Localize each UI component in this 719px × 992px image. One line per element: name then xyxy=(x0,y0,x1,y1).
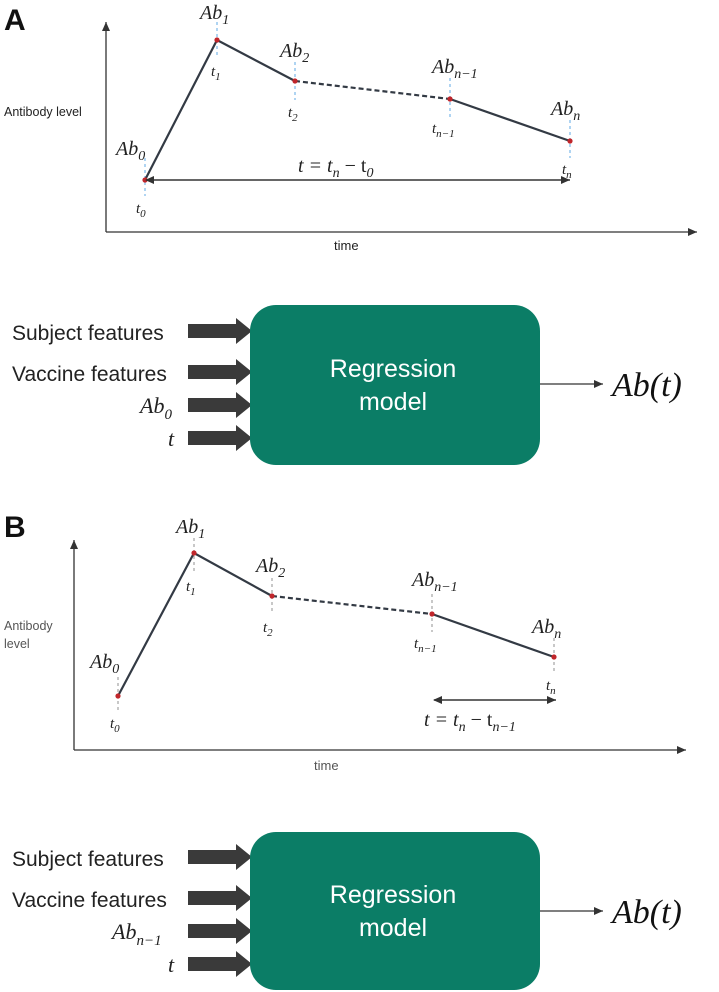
panel-b-t1-label: t1 xyxy=(186,579,196,598)
panel-b-abn-label: Abn xyxy=(530,616,561,642)
panel-b-regression-model-box xyxy=(250,832,540,990)
panel-b-point-1 xyxy=(191,550,197,556)
panel-a-abn1-label: Abn−1 xyxy=(430,56,478,82)
panel-a-inputs: Subject features Vaccine features Ab0 t xyxy=(12,322,175,451)
panel-b-tn1-label: tn−1 xyxy=(414,636,437,655)
panel-b-t0-label: t0 xyxy=(110,716,120,735)
panel-b-arrow-t xyxy=(188,951,252,977)
panel-b-interval-label: t = tn − tn−1 xyxy=(424,709,516,735)
panel-a-label: A xyxy=(4,4,26,37)
panel-b-curve-decay xyxy=(431,612,555,659)
panel-b-arrow-vaccine xyxy=(188,885,252,911)
panel-a-input-subject: Subject features xyxy=(12,322,164,345)
panel-b-point-2 xyxy=(269,593,275,599)
panel-b-y-axis-label-line1: Antibody xyxy=(4,619,53,633)
panel-b-input-t: t xyxy=(168,952,175,977)
panel-b-model-line2: model xyxy=(359,914,427,942)
panel-b-arrow-abn1 xyxy=(188,918,252,944)
panel-b-abn1-label: Abn−1 xyxy=(410,569,458,595)
panel-a-point-3 xyxy=(447,96,453,102)
panel-a-y-axis-label: Antibody level xyxy=(4,105,82,119)
panel-a-tn1-label: tn−1 xyxy=(432,121,455,140)
panel-b-point-0 xyxy=(115,693,121,699)
panel-a-arrow-t xyxy=(188,425,252,451)
panel-b-point-4 xyxy=(551,654,557,660)
panel-a-t1-label: t1 xyxy=(211,64,221,83)
panel-a-model-line2: model xyxy=(359,388,427,416)
panel-a-output: Ab(t) xyxy=(610,367,682,404)
panel-b-label: B xyxy=(4,511,26,544)
panel-b-y-axis-label-line2: level xyxy=(4,637,30,651)
panel-b-ab2-label: Ab2 xyxy=(254,555,285,581)
panel-a-abn-label: Abn xyxy=(549,98,580,124)
panel-a-x-axis-label: time xyxy=(334,238,359,253)
panel-b-input-subject: Subject features xyxy=(12,848,164,871)
panel-b-curve-dashed xyxy=(271,594,433,616)
panel-b-x-axis-label: time xyxy=(314,758,339,773)
panel-a-model-line1: Regression xyxy=(330,355,456,383)
panel-a-input-ab0: Ab0 xyxy=(138,393,172,423)
panel-b-guides xyxy=(117,538,555,712)
panel-a-arrow-subject xyxy=(188,318,252,344)
panel-a-interval-label: t = tn − t0 xyxy=(298,155,373,181)
panel-a-curve-rise xyxy=(144,38,296,181)
panel-b-ab0-label: Ab0 xyxy=(88,651,119,677)
panel-b-arrow-subject xyxy=(188,844,252,870)
panel-a: A Antibody level time Ab0 t0 Ab1 xyxy=(4,2,697,465)
panel-b-input-vaccine: Vaccine features xyxy=(12,889,167,912)
panel-b-output: Ab(t) xyxy=(610,894,682,931)
panel-b-tn-label: tn xyxy=(546,678,556,697)
panel-a-input-t: t xyxy=(168,426,175,451)
panel-b-model-line1: Regression xyxy=(330,881,456,909)
panel-a-regression-model-box xyxy=(250,305,540,465)
panel-b-input-arrows xyxy=(188,844,252,977)
panel-a-tn-label: tn xyxy=(562,162,572,181)
panel-a-ab1-label: Ab1 xyxy=(198,2,229,28)
panel-a-t2-label: t2 xyxy=(288,105,298,124)
panel-a-ab2-label: Ab2 xyxy=(278,40,309,66)
panel-b-t2-label: t2 xyxy=(263,620,273,639)
panel-a-point-2 xyxy=(292,78,298,84)
panel-b-input-abn1: Abn−1 xyxy=(110,919,162,949)
panel-a-arrow-ab0 xyxy=(188,392,252,418)
panel-a-curve-decay xyxy=(449,97,571,143)
panel-b-curve-rise xyxy=(117,551,273,697)
panel-a-point-1 xyxy=(214,37,220,43)
panel-b-point-3 xyxy=(429,611,435,617)
panel-b-ab1-label: Ab1 xyxy=(174,516,205,542)
panel-a-point-4 xyxy=(567,138,573,144)
panel-a-input-vaccine: Vaccine features xyxy=(12,363,167,386)
panel-a-t0-label: t0 xyxy=(136,201,146,220)
panel-a-input-arrows xyxy=(188,318,252,451)
panel-a-arrow-vaccine xyxy=(188,359,252,385)
panel-b: B Antibody level time Ab0 t0 A xyxy=(4,511,686,990)
panel-a-ab0-label: Ab0 xyxy=(114,138,145,164)
panel-b-inputs: Subject features Vaccine features Abn−1 … xyxy=(12,848,175,977)
panel-a-curve-dashed xyxy=(294,79,451,101)
